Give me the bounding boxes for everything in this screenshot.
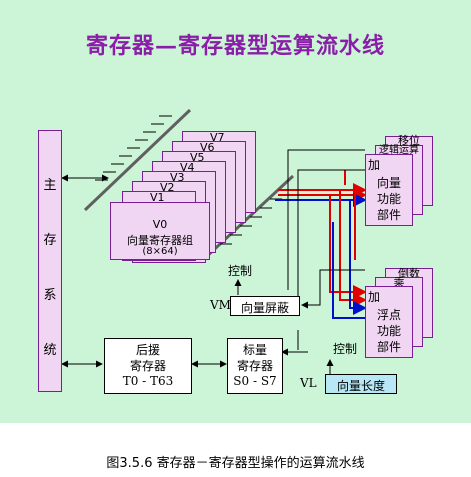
vreg-v6-label: V6 bbox=[200, 141, 215, 154]
vreg-v4-label: V4 bbox=[180, 161, 195, 174]
scalar-registers-box bbox=[227, 338, 283, 394]
vm-control-label: 控制 bbox=[228, 264, 253, 278]
vreg-v0-label: V0 bbox=[152, 218, 168, 231]
int-unit-front-top: 加 bbox=[368, 158, 381, 172]
vreg-v5-label: V5 bbox=[190, 151, 205, 164]
fp-unit-front-l3: 部件 bbox=[376, 340, 401, 354]
scalar-line3: S0 - S7 bbox=[233, 374, 277, 388]
fp-unit-front-l1: 浮点 bbox=[376, 308, 401, 322]
vreg-v3-label: V3 bbox=[170, 171, 185, 184]
int-unit-front-l1: 向量 bbox=[376, 176, 401, 190]
vector-length-label: 向量长度 bbox=[336, 379, 385, 393]
main-memory-char-4: 统 bbox=[43, 343, 57, 358]
vreg-group-name: 向量寄存器组 bbox=[127, 234, 193, 247]
backup-line2: 寄存器 bbox=[129, 359, 166, 373]
fp-unit-front bbox=[365, 286, 413, 358]
int-unit-front-l3: 部件 bbox=[376, 208, 401, 222]
vl-tag: VL bbox=[300, 376, 317, 390]
vl-control-label: 控制 bbox=[333, 342, 358, 356]
vreg-v7-label: V7 bbox=[210, 131, 225, 144]
fp-unit-back1-label: 乘 bbox=[393, 276, 405, 289]
backup-line3: T0 - T63 bbox=[122, 374, 174, 388]
int-unit-front-l2: 功能 bbox=[376, 192, 401, 206]
vm-tag: VM bbox=[210, 298, 231, 312]
fp-unit-front-top: 加 bbox=[368, 290, 381, 304]
fp-unit-front-l2: 功能 bbox=[376, 324, 401, 338]
input-crossbar bbox=[83, 108, 192, 212]
int-unit-back1-label: 逻辑运算 bbox=[379, 145, 419, 156]
diagram-title: 寄存器—寄存器型运算流水线 bbox=[85, 33, 385, 59]
backup-registers-box bbox=[104, 338, 192, 394]
vreg-v1-label: V1 bbox=[150, 191, 165, 204]
fp-unit-back2-label: 倒数 bbox=[398, 267, 420, 280]
vector-mask-label: 向量屏蔽 bbox=[240, 301, 289, 315]
scalar-line1: 标量 bbox=[242, 343, 267, 357]
backup-line1: 后援 bbox=[135, 343, 160, 357]
main-memory-char-3: 系 bbox=[43, 288, 57, 303]
main-memory-box bbox=[38, 130, 62, 392]
int-unit-back2-label: 移位 bbox=[398, 134, 420, 147]
int-unit-front bbox=[365, 154, 413, 226]
main-memory-char-1: 主 bbox=[43, 178, 57, 193]
vector-length-box bbox=[325, 374, 397, 394]
vector-mask-box bbox=[230, 296, 300, 316]
main-memory-char-2: 存 bbox=[43, 233, 57, 248]
figure-caption: 图3.5.6 寄存器－寄存器型操作的运算流水线 bbox=[106, 456, 365, 471]
scalar-line2: 寄存器 bbox=[236, 359, 273, 373]
vreg-v2-label: V2 bbox=[160, 181, 175, 194]
vreg-v0 bbox=[110, 202, 210, 260]
vreg-group-size: (8×64) bbox=[142, 246, 178, 257]
